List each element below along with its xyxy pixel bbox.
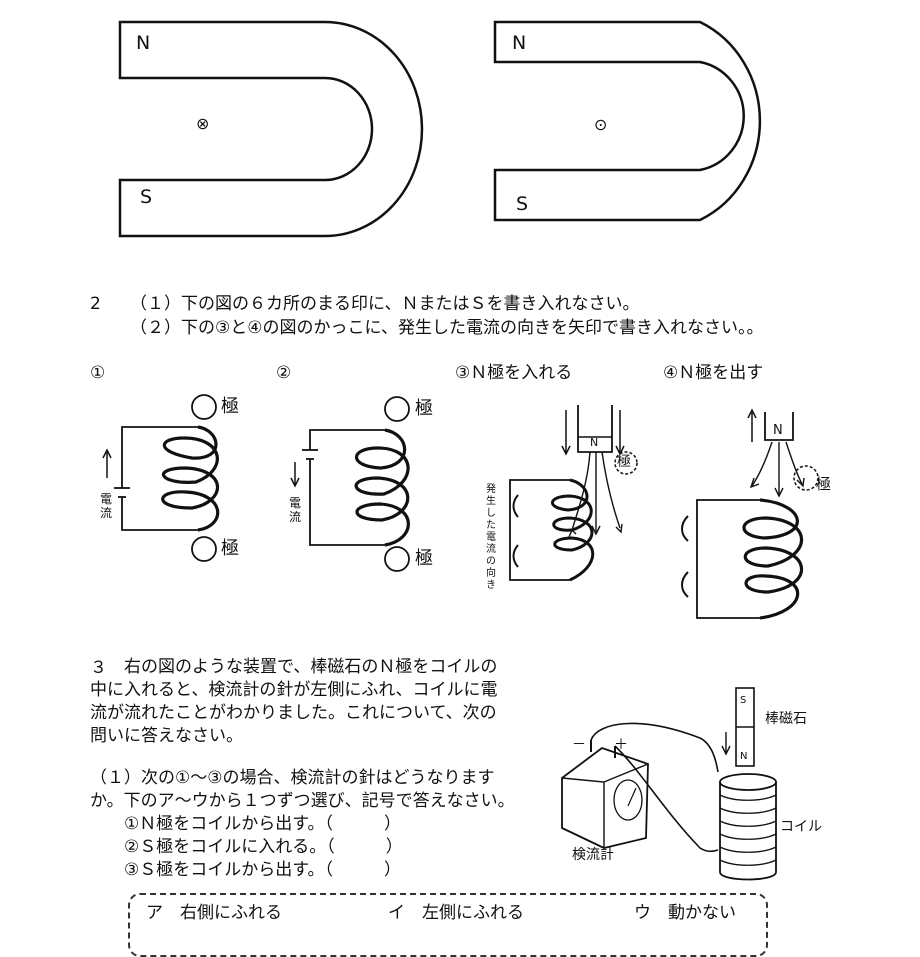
answer-item-3[interactable]: ③Ｓ極をコイルから出す。（ ） bbox=[124, 860, 402, 880]
pole-circle-bottom-2[interactable] bbox=[384, 546, 410, 572]
choice-u[interactable]: ウ 動かない bbox=[634, 903, 736, 923]
magnet-right-north-label: N bbox=[512, 32, 527, 54]
pole-label-top-2: 極 bbox=[415, 398, 433, 419]
current-label-1: 電流 bbox=[100, 492, 113, 520]
figure-label-4: ④Ｎ極を出す bbox=[663, 363, 764, 383]
horseshoe-magnet-right bbox=[493, 20, 762, 222]
bar-magnet-s-label: S bbox=[740, 695, 747, 706]
current-paren-top-4 bbox=[681, 515, 689, 542]
question-2-instruction-1: （１）下の図の６カ所のまる印に、ＮまたはＳを書き入れなさい。 bbox=[130, 294, 640, 314]
question-3-sub1-line-1: （１）次の①～③の場合、検流計の針はどうなります bbox=[90, 768, 495, 788]
induced-current-label-3: 発生した電流の向き bbox=[486, 484, 496, 591]
coil-tube bbox=[719, 782, 777, 881]
question-2-number: 2 bbox=[90, 294, 101, 314]
plus-terminal-label: ＋ bbox=[614, 737, 628, 753]
horseshoe-magnet-left bbox=[118, 20, 424, 238]
answer-item-1[interactable]: ①Ｎ極をコイルから出す。（ ） bbox=[124, 814, 402, 834]
current-label-2: 電流 bbox=[289, 496, 302, 524]
question-2-instruction-2: （２）下の③と④の図のかっこに、発生した電流の向きを矢印で書き入れなさい。。 bbox=[130, 318, 764, 338]
magnet-label-4: N bbox=[773, 423, 783, 438]
bar-magnet-label: 棒磁石 bbox=[765, 711, 807, 727]
pole-label-bottom-1: 極 bbox=[221, 538, 239, 559]
coil-label: コイル bbox=[780, 819, 822, 835]
magnet-label-3: N bbox=[590, 436, 599, 449]
pole-label-top-1: 極 bbox=[221, 396, 239, 417]
pole-circle-bottom-1[interactable] bbox=[191, 536, 217, 562]
pole-circle-4[interactable] bbox=[793, 465, 819, 491]
pole-circle-top-2[interactable] bbox=[384, 396, 410, 422]
pole-label-3: 極 bbox=[617, 454, 631, 470]
coil-figure-1 bbox=[102, 394, 220, 562]
current-into-page-icon: ⊗ bbox=[196, 114, 210, 133]
coil-figure-3 bbox=[509, 405, 638, 582]
magnet-right-south-label: S bbox=[516, 193, 529, 215]
pole-circle-3[interactable] bbox=[614, 451, 638, 475]
coil-figure-2 bbox=[290, 396, 410, 572]
magnet-left-south-label: S bbox=[140, 186, 153, 208]
apparatus bbox=[561, 687, 777, 881]
galvanometer-label: 検流計 bbox=[572, 847, 614, 863]
galvanometer bbox=[561, 746, 649, 849]
question-3-number: ３ bbox=[90, 658, 107, 678]
magnet-left-north-label: N bbox=[136, 32, 151, 54]
question-3-text-line-1: 右の図のような装置で、棒磁石のＮ極をコイルの bbox=[124, 657, 498, 677]
question-3-text-line-4: 問いに答えなさい。 bbox=[90, 726, 243, 746]
figure-label-1: ① bbox=[90, 363, 106, 383]
figure-label-3: ③Ｎ極を入れる bbox=[455, 363, 573, 383]
pole-label-bottom-2: 極 bbox=[415, 548, 433, 569]
coil-1 bbox=[161, 425, 220, 532]
current-out-of-page-icon: ⊙ bbox=[594, 115, 608, 134]
coil-2 bbox=[354, 428, 410, 547]
answer-item-2[interactable]: ②Ｓ極をコイルに入れる。（ ） bbox=[124, 837, 403, 857]
question-3-sub1-line-2: か。下のア～ウから１つずつ選び、記号で答えなさい。 bbox=[90, 791, 515, 811]
choice-i[interactable]: イ 左側にふれる bbox=[388, 903, 524, 923]
minus-terminal-label: － bbox=[572, 737, 586, 753]
question-3-text-line-3: 流が流れたことがわかりました。これについて、次の bbox=[90, 703, 497, 723]
figure-label-2: ② bbox=[276, 363, 292, 383]
pole-label-4: 極 bbox=[816, 475, 832, 493]
current-paren-bottom-4 bbox=[681, 571, 689, 598]
figure-drawings bbox=[102, 20, 819, 881]
current-paren-top-3 bbox=[512, 494, 519, 518]
coil-3 bbox=[551, 478, 595, 582]
pole-circle-top-1[interactable] bbox=[191, 394, 217, 420]
question-3-text-line-2: 中に入れると、検流計の針が左側にふれ、コイルに電 bbox=[90, 680, 498, 700]
coil-figure-4 bbox=[681, 408, 819, 620]
current-paren-bottom-3 bbox=[512, 544, 519, 568]
bar-magnet-n-label: N bbox=[740, 751, 748, 762]
coil-4 bbox=[742, 498, 804, 620]
choice-a[interactable]: ア 右側にふれる bbox=[146, 903, 282, 923]
